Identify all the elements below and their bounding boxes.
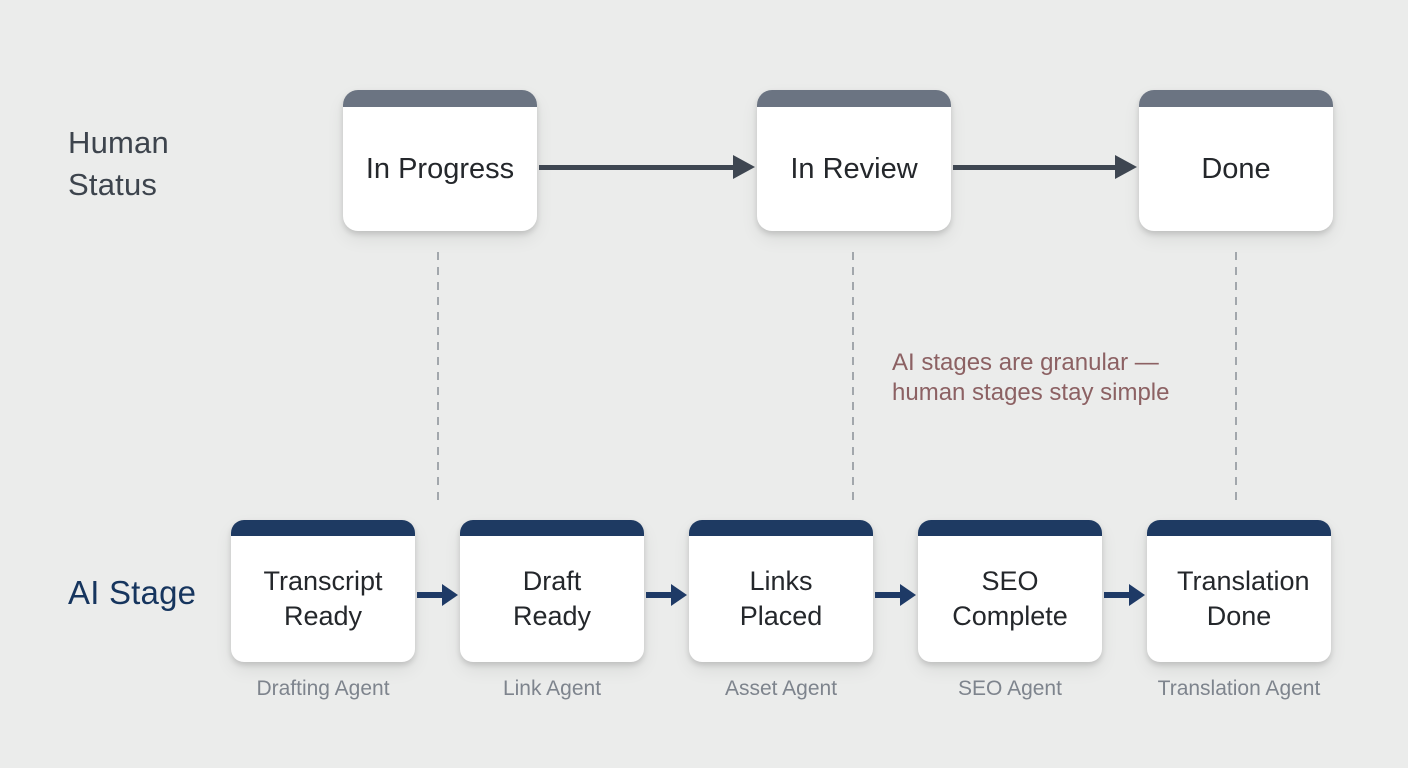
card-transcript-ready: Transcript Ready [231,520,415,662]
card-label: Links Placed [739,566,823,631]
arrow-transcript-to-draft [417,584,458,606]
card-label: Transcript Ready [263,566,383,631]
arrow-stem [417,592,444,598]
arrow-head-icon [671,584,687,606]
card-label: SEO Complete [952,566,1068,631]
card-label: Draft Ready [512,566,592,631]
card-in-review: In Review [757,90,951,231]
arrow-head-icon [442,584,458,606]
arrow-links-to-seo [875,584,916,606]
card-header-bar [1139,90,1333,107]
dashed-connector-done [1235,252,1237,504]
agent-caption-link: Link Agent [502,677,602,700]
arrow-head-icon [1129,584,1145,606]
arrow-head-icon [733,155,755,179]
card-label: Translation Done [1177,566,1310,631]
dashed-connector-in-review [852,252,854,504]
card-translation-done: Translation Done [1147,520,1331,662]
human-status-row-label: Human Status [68,125,169,202]
arrow-stem [646,592,673,598]
card-draft-ready: Draft Ready [460,520,644,662]
arrow-draft-to-links [646,584,687,606]
card-header-bar [231,520,415,536]
arrow-in-review-to-done [953,155,1137,179]
ai-stage-row-label: AI Stage [68,574,197,611]
card-header-bar [918,520,1102,536]
annotation-note: AI stages are granular — human stages st… [892,349,1170,406]
arrow-seo-to-translation [1104,584,1145,606]
arrow-stem [875,592,902,598]
agent-caption-seo: SEO Agent [958,677,1062,700]
agent-caption-asset: Asset Agent [724,677,838,700]
card-seo-complete: SEO Complete [918,520,1102,662]
card-header-bar [757,90,951,107]
dashed-connector-in-progress [437,252,439,504]
card-done: Done [1139,90,1333,231]
card-header-bar [343,90,537,107]
card-links-placed: Links Placed [689,520,873,662]
arrow-head-icon [900,584,916,606]
arrow-stem [539,165,735,170]
card-in-progress: In Progress [343,90,537,231]
card-label: In Review [790,152,918,185]
arrow-stem [953,165,1117,170]
arrow-stem [1104,592,1131,598]
arrow-in-progress-to-in-review [539,155,755,179]
card-label: In Progress [365,152,515,185]
card-header-bar [689,520,873,536]
card-header-bar [460,520,644,536]
card-header-bar [1147,520,1331,536]
card-label: Done [1201,152,1271,185]
arrow-head-icon [1115,155,1137,179]
agent-caption-translation: Translation Agent [1157,677,1321,700]
agent-caption-drafting: Drafting Agent [256,677,390,700]
